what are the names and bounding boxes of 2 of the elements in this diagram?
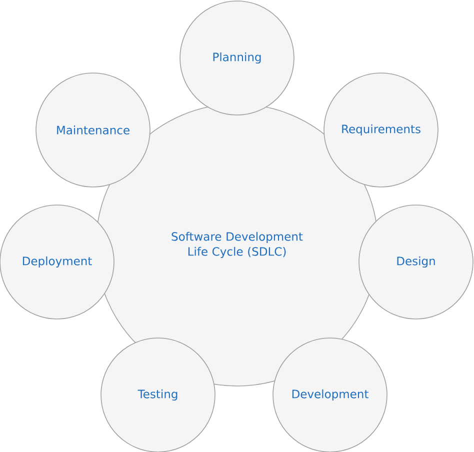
node-label: Design (397, 256, 435, 268)
node-label: Testing (138, 389, 178, 401)
